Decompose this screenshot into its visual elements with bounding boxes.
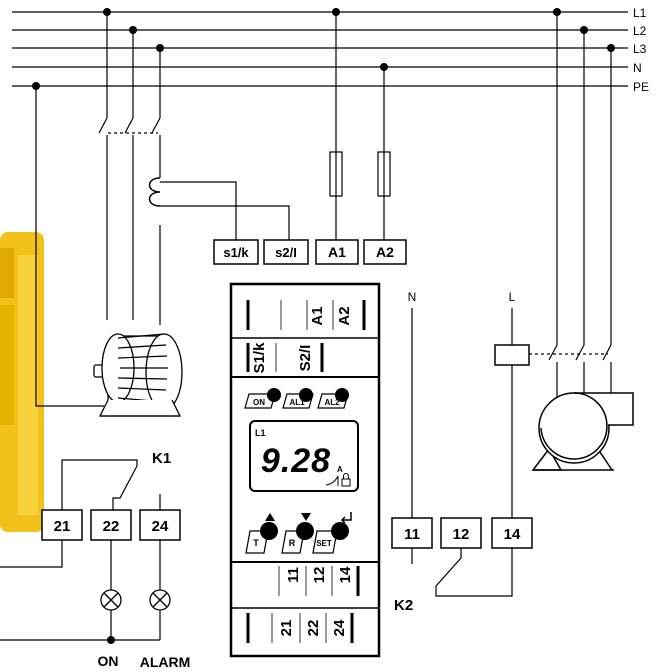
- ct-terminal-s2: s2/I: [263, 239, 309, 265]
- svg-text:AL1: AL1: [289, 398, 305, 407]
- device-label-12: 12: [311, 567, 328, 584]
- device-label-s2: S2/I: [297, 345, 314, 372]
- k1-terminal-22: 22: [90, 509, 132, 541]
- motor-icon: [93, 333, 183, 417]
- enter-icon: [340, 512, 352, 524]
- led-al1-indicator: AL1: [282, 388, 314, 409]
- device-label-24: 24: [331, 619, 348, 636]
- display-phase: L1: [255, 428, 266, 438]
- k2-l-label: L: [509, 290, 516, 304]
- svg-text:22: 22: [103, 518, 120, 535]
- k1-terminal-24: 24: [139, 509, 181, 541]
- button-set[interactable]: SET: [312, 512, 352, 554]
- k2-terminal-11: 11: [391, 517, 433, 549]
- supply-wiring: [329, 12, 391, 240]
- svg-text:A1: A1: [328, 244, 346, 260]
- bus-label-l3: L3: [633, 42, 647, 56]
- svg-text:ON: ON: [253, 398, 265, 407]
- svg-text:T: T: [253, 538, 259, 548]
- bus-label-pe: PE: [633, 80, 649, 94]
- motor-feed-wiring: [35, 12, 290, 407]
- led-al2-indicator: AL2: [317, 388, 349, 409]
- lamp-alarm-icon: [149, 589, 171, 611]
- k2-terminal-12: 12: [440, 517, 482, 549]
- device-label-14: 14: [337, 566, 354, 583]
- bus-lines: [12, 11, 628, 87]
- lamp-on-label: ON: [98, 653, 119, 669]
- yellow-device-housing: [0, 232, 44, 532]
- lamp-alarm-label: ALARM: [140, 654, 191, 670]
- k1-label: K1: [152, 450, 171, 467]
- device-label-s1: S1/k: [251, 342, 268, 374]
- svg-text:A2: A2: [376, 244, 394, 260]
- lamp-on-icon: [100, 589, 122, 611]
- k2-n-label: N: [408, 290, 417, 304]
- k2-label: K2: [394, 597, 413, 614]
- pump-icon: [531, 392, 634, 471]
- bus-label-n: N: [633, 61, 642, 75]
- svg-text:s2/I: s2/I: [275, 245, 297, 260]
- lock-icon: [341, 473, 351, 487]
- svg-text:R: R: [289, 538, 296, 548]
- button-t[interactable]: T: [245, 513, 278, 554]
- button-r[interactable]: R: [281, 513, 314, 554]
- device-label-11: 11: [285, 567, 302, 583]
- ct-terminal-s1: s1/k: [213, 239, 259, 265]
- svg-text:24: 24: [152, 518, 169, 535]
- k1-terminal-21: 21: [41, 509, 83, 541]
- bus-label-l1: L1: [633, 6, 647, 20]
- led-on-indicator: ON: [244, 388, 281, 409]
- svg-text:12: 12: [453, 526, 470, 543]
- svg-text:11: 11: [404, 526, 420, 543]
- svg-text:21: 21: [54, 518, 71, 535]
- display-unit: A: [337, 465, 343, 474]
- lcd-display: L1 9.28 A: [249, 420, 359, 492]
- k2-wiring: [411, 12, 612, 597]
- svg-text:s1/k: s1/k: [223, 245, 249, 260]
- arrow-down-icon: [301, 513, 311, 521]
- k2-coil: [494, 344, 530, 366]
- svg-text:14: 14: [504, 526, 521, 543]
- k1-wiring: [0, 459, 161, 641]
- svg-text:SET: SET: [316, 539, 332, 548]
- device-label-21: 21: [278, 620, 295, 637]
- display-value: 9.28: [261, 442, 331, 480]
- svg-text:AL2: AL2: [324, 398, 340, 407]
- supply-terminal-a2: A2: [363, 239, 407, 265]
- device-label-22: 22: [305, 620, 322, 637]
- k2-terminal-14: 14: [491, 517, 533, 549]
- device-label-a2: A2: [336, 306, 353, 325]
- arrow-up-icon: [265, 513, 275, 521]
- bus-label-l2: L2: [633, 24, 647, 38]
- supply-terminal-a1: A1: [315, 239, 359, 265]
- device-label-a1: A1: [309, 306, 326, 325]
